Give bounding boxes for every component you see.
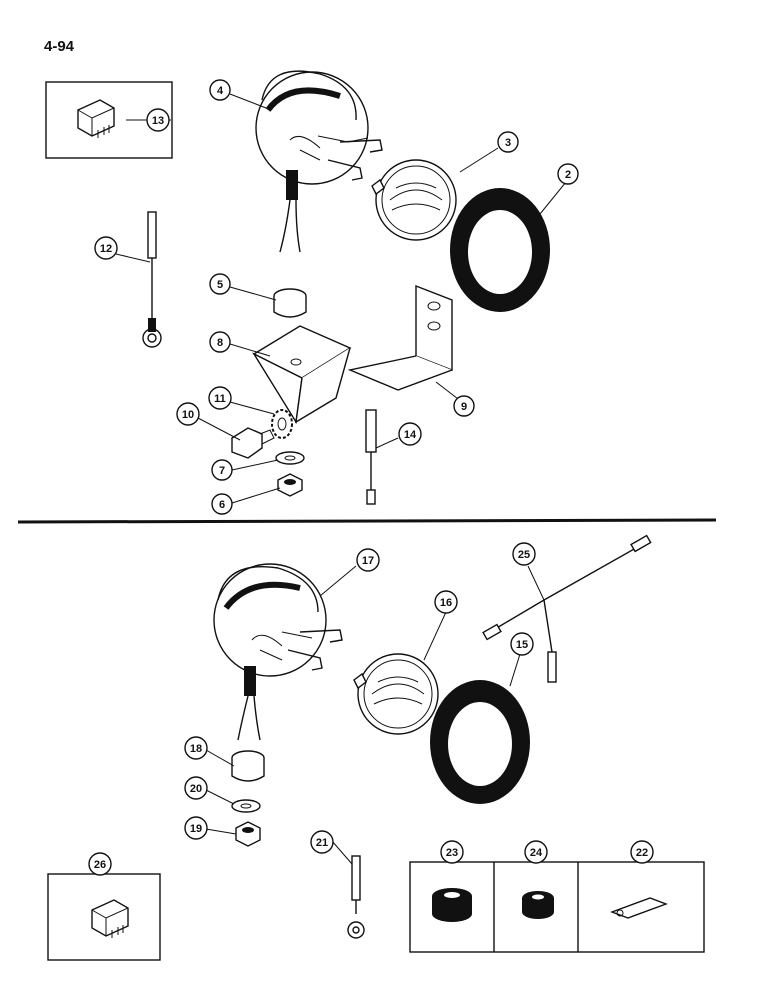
callout-18: 18 (184, 736, 208, 760)
callout-label-20: 20 (190, 783, 202, 795)
callout-label-17: 17 (362, 555, 374, 567)
grommet-23 (432, 888, 472, 922)
spacer-18 (231, 750, 265, 782)
callout-13: 13 (146, 108, 170, 132)
callout-9: 9 (453, 395, 475, 417)
callout-label-8: 8 (217, 337, 223, 349)
callout-label-11: 11 (214, 393, 226, 405)
grommet-24 (522, 891, 554, 919)
bolt-10 (231, 427, 275, 459)
bracket-8 (252, 325, 352, 425)
callout-label-26: 26 (94, 859, 106, 871)
callout-label-18: 18 (190, 743, 202, 755)
rubber-ring-15 (430, 680, 530, 804)
callout-label-25: 25 (518, 549, 530, 561)
callout-3: 3 (497, 131, 519, 153)
spacer-5 (273, 288, 307, 318)
callout-label-16: 16 (440, 597, 452, 609)
callout-6: 6 (211, 493, 233, 515)
callout-10: 10 (176, 402, 200, 426)
callout-label-6: 6 (219, 499, 225, 511)
nut-6 (277, 473, 303, 497)
callout-14: 14 (398, 422, 422, 446)
callout-8: 8 (209, 331, 231, 353)
callout-25: 25 (512, 542, 536, 566)
callout-label-7: 7 (219, 465, 225, 477)
nut-19 (235, 821, 261, 847)
kit-box (409, 861, 705, 953)
relay-13-box (45, 81, 173, 159)
callout-label-24: 24 (530, 847, 543, 859)
callout-label-4: 4 (217, 85, 224, 97)
lamp-housing-17 (213, 563, 343, 741)
callout-label-2: 2 (565, 169, 571, 181)
harness-14 (365, 409, 377, 505)
callout-label-10: 10 (182, 409, 194, 421)
callout-22: 22 (630, 840, 654, 864)
callout-7: 7 (211, 459, 233, 481)
page-number: 4-94 (44, 38, 75, 55)
callout-23: 23 (440, 840, 464, 864)
harness-12 (142, 211, 162, 348)
callout-label-9: 9 (461, 401, 467, 413)
callout-label-23: 23 (446, 847, 458, 859)
callout-5: 5 (209, 273, 231, 295)
harness-25 (482, 534, 652, 683)
terminal-22 (609, 897, 669, 919)
callout-21: 21 (310, 830, 334, 854)
washer-20 (231, 799, 261, 813)
rubber-ring-2 (450, 188, 550, 312)
callout-label-5: 5 (217, 279, 223, 291)
lock-washer-11 (271, 409, 293, 439)
relay-26-box (47, 873, 161, 961)
callout-19: 19 (184, 816, 208, 840)
callout-12: 12 (94, 236, 118, 260)
callout-label-12: 12 (100, 243, 112, 255)
callout-24: 24 (524, 840, 548, 864)
callout-2: 2 (557, 163, 579, 185)
callout-20: 20 (184, 776, 208, 800)
harness-21 (347, 855, 365, 939)
callout-label-13: 13 (152, 115, 164, 127)
callout-label-15: 15 (516, 639, 528, 651)
callout-17: 17 (356, 548, 380, 572)
callout-4: 4 (209, 79, 231, 101)
lamp-lens-16 (353, 653, 439, 735)
bracket-9 (347, 284, 453, 391)
callout-label-19: 19 (190, 823, 202, 835)
callout-15: 15 (510, 632, 534, 656)
callout-label-22: 22 (636, 847, 648, 859)
callout-16: 16 (434, 590, 458, 614)
callout-label-3: 3 (505, 137, 511, 149)
callout-label-21: 21 (316, 837, 328, 849)
callout-label-14: 14 (404, 429, 417, 441)
section-divider (17, 518, 717, 524)
lamp-housing-4 (255, 70, 383, 253)
washer-7 (275, 451, 305, 465)
callout-11: 11 (208, 386, 232, 410)
callout-26: 26 (88, 852, 112, 876)
lamp-lens-3 (371, 159, 457, 241)
